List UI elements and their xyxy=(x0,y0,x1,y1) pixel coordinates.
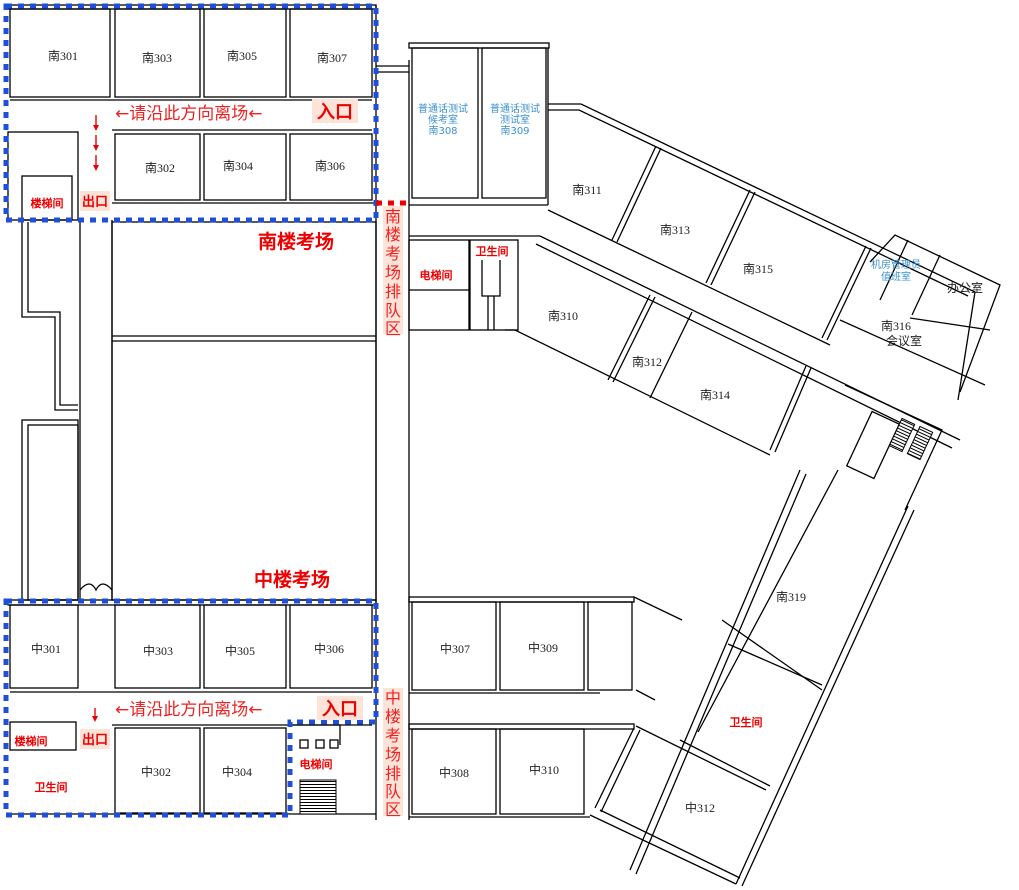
svg-text:会议室: 会议室 xyxy=(886,333,922,348)
staircase-icon xyxy=(888,417,934,461)
room-s303: 南303 xyxy=(142,50,172,65)
room-s319: 南319 xyxy=(776,589,806,604)
south-exit-guide: ←请沿此方向离场← 入口 楼梯间 出口 xyxy=(31,99,358,211)
room-s313: 南313 xyxy=(660,222,690,237)
room-s304: 南304 xyxy=(223,158,253,173)
svg-text:南308: 南308 xyxy=(428,124,457,137)
south-guide-text: ←请沿此方向离场← xyxy=(115,104,263,124)
room-s307: 南307 xyxy=(317,50,347,65)
svg-text:候考室: 候考室 xyxy=(428,113,458,126)
svg-text:普通话测试: 普通话测试 xyxy=(490,102,540,115)
south-zone-title: 南楼考场 xyxy=(258,230,334,253)
room-machine-duty: 机房管理员 值班室 xyxy=(871,258,921,283)
south-down-arrows-icon xyxy=(93,115,99,171)
south-stair-label: 楼梯间 xyxy=(31,196,64,210)
svg-text:队: 队 xyxy=(385,782,401,801)
room-s312: 南312 xyxy=(632,354,662,369)
room-s309: 普通话测试 测试室 南309 xyxy=(490,102,540,137)
south-entry-label: 入口 xyxy=(317,102,353,123)
room-s308: 普通话测试 候考室 南308 xyxy=(418,102,468,137)
svg-text:排: 排 xyxy=(385,282,401,301)
middle-east-toilet-label: 卫生间 xyxy=(730,715,763,729)
room-s301: 南301 xyxy=(48,48,78,63)
svg-text:场: 场 xyxy=(385,745,401,764)
svg-text:南316: 南316 xyxy=(881,318,911,333)
svg-text:中: 中 xyxy=(385,688,401,707)
south-exit-label: 出口 xyxy=(82,194,108,210)
room-s305: 南305 xyxy=(227,48,257,63)
middle-entry-label: 入口 xyxy=(322,699,358,720)
room-s316: 南316 会议室 xyxy=(881,318,922,348)
south-toilet-label: 卫生间 xyxy=(476,244,509,258)
south-east-walls xyxy=(408,42,1001,887)
room-m308: 中308 xyxy=(439,765,469,780)
svg-text:排: 排 xyxy=(385,764,401,783)
south-queue-area: 南 楼 考 场 排 队 区 xyxy=(383,206,403,338)
room-m309: 中309 xyxy=(528,640,558,655)
svg-text:楼: 楼 xyxy=(385,707,401,726)
room-m306: 中306 xyxy=(314,641,344,656)
svg-text:队: 队 xyxy=(385,301,401,320)
svg-text:普通话测试: 普通话测试 xyxy=(418,102,468,115)
middle-down-arrow-icon xyxy=(92,708,98,722)
svg-text:场: 场 xyxy=(385,263,401,282)
svg-text:考: 考 xyxy=(385,726,401,745)
room-m305: 中305 xyxy=(225,643,255,658)
svg-text:楼: 楼 xyxy=(385,225,401,244)
room-s315: 南315 xyxy=(743,261,773,276)
south-elevator-label: 电梯间 xyxy=(420,268,453,282)
svg-text:值班室: 值班室 xyxy=(881,270,911,283)
svg-text:机房管理员: 机房管理员 xyxy=(871,258,921,271)
south-exit-highlight xyxy=(80,191,110,211)
middle-exit-highlight xyxy=(80,729,110,749)
middle-exam-zone-border xyxy=(3,598,379,818)
middle-queue-area: 中 楼 考 场 排 队 区 xyxy=(383,688,403,819)
room-m307: 中307 xyxy=(440,641,470,656)
svg-text:测试室: 测试室 xyxy=(500,113,530,126)
middle-stair-label: 楼梯间 xyxy=(15,734,48,748)
room-m310: 中310 xyxy=(529,762,559,777)
room-s306: 南306 xyxy=(315,158,345,173)
room-office: 办公室 xyxy=(947,280,983,295)
middle-wing-walls xyxy=(7,596,683,818)
room-s302: 南302 xyxy=(145,160,175,175)
room-m301: 中301 xyxy=(31,641,61,656)
room-s311: 南311 xyxy=(572,182,602,197)
room-m312: 中312 xyxy=(685,800,715,815)
middle-guide-text: ←请沿此方向离场← xyxy=(115,700,263,720)
room-s310: 南310 xyxy=(548,308,578,323)
svg-text:南: 南 xyxy=(385,207,401,226)
svg-text:南309: 南309 xyxy=(500,124,529,137)
middle-staircase-icon xyxy=(299,779,337,815)
room-m303: 中303 xyxy=(143,643,173,658)
room-s301-outline xyxy=(9,8,111,98)
middle-exit-guide: ←请沿此方向离场← 入口 楼梯间 出口 卫生间 电梯间 xyxy=(15,696,363,794)
south-exam-zone-border xyxy=(3,3,379,223)
svg-text:区: 区 xyxy=(385,319,401,338)
room-s314: 南314 xyxy=(700,387,730,402)
middle-entry-highlight xyxy=(317,696,363,720)
room-m304: 中304 xyxy=(222,764,252,779)
middle-exit-label: 出口 xyxy=(82,732,108,748)
room-m302: 中302 xyxy=(141,764,171,779)
middle-zone-title: 中楼考场 xyxy=(254,568,330,591)
middle-elevator-label: 电梯间 xyxy=(300,757,333,771)
svg-text:区: 区 xyxy=(385,800,401,819)
south-entry-highlight xyxy=(312,99,358,123)
svg-text:考: 考 xyxy=(385,244,401,263)
middle-toilet-label: 卫生间 xyxy=(35,780,68,794)
